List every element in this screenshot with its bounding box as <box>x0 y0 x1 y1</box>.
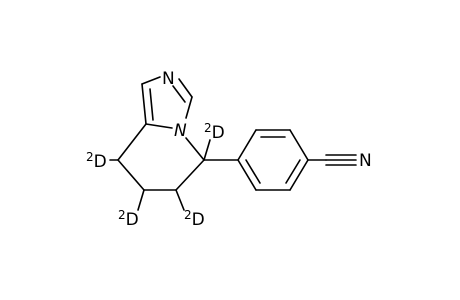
bond-c8-c8a <box>117 123 147 161</box>
bond-c3-n4 <box>185 96 193 119</box>
benzene-ring <box>203 129 309 191</box>
nitrile-nitrogen-label: N <box>359 151 372 171</box>
deuterium-label-c6: 2D <box>184 208 205 230</box>
bond-ar4-ar5-inner <box>285 159 301 184</box>
bond-ar6-ar1-inner <box>245 159 261 184</box>
nitrile-group <box>307 154 357 166</box>
bond-c5-d <box>203 139 211 161</box>
bond-ar4-ar5 <box>289 159 309 191</box>
bond-c5-c6 <box>175 159 205 191</box>
bond-n4-c8a <box>145 123 173 129</box>
bridgehead-nitrogen-label: N <box>174 121 187 141</box>
bond-c1-n2 <box>141 76 161 85</box>
bond-c1-c8a <box>141 83 147 125</box>
tetrahydropyridine-ring <box>117 123 205 191</box>
deuterium-label-c5: 2D <box>204 121 225 143</box>
imidazole-nitrogen-label: N <box>162 69 175 89</box>
bond-ar6-ar1 <box>237 159 257 191</box>
deuterium-label-c7: 2D <box>118 208 139 230</box>
imidazole-ring <box>141 76 193 129</box>
bond-ar3-ar4 <box>289 129 309 161</box>
bond-c1-c8a-inner <box>149 88 154 121</box>
bond-ar1-ar2 <box>237 129 257 161</box>
bond-c7-d <box>137 189 145 211</box>
bond-c7-c8 <box>117 159 145 191</box>
deuterium-bonds <box>109 139 211 211</box>
bond-c6-d <box>175 189 185 211</box>
deuterium-label-c8: 2D <box>86 150 107 172</box>
bond-n2-c3 <box>178 78 193 98</box>
bond-n2-c3-inner <box>172 85 186 103</box>
bond-n4-c5 <box>185 137 205 161</box>
